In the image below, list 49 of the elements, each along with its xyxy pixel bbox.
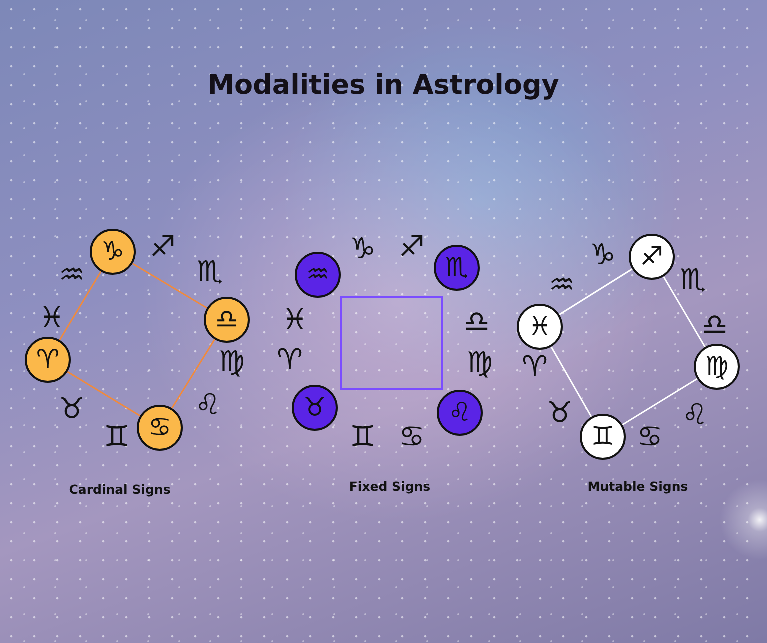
zodiac-glyph: ♋ — [399, 422, 425, 452]
sign-circle: ♌ — [437, 390, 483, 436]
zodiac-glyph: ♈ — [522, 352, 548, 382]
sign-circle: ♓ — [517, 304, 563, 350]
connector-line — [622, 378, 698, 426]
zodiac-glyph: ♉ — [547, 398, 573, 428]
connector-line — [132, 263, 208, 309]
connector-line — [171, 339, 216, 409]
zodiac-glyph: ♓ — [282, 306, 308, 334]
zodiac-glyph: ♉ — [59, 394, 85, 424]
zodiac-glyph: ♏ — [680, 266, 706, 294]
zodiac-glyph: ♓ — [39, 304, 65, 332]
zodiac-glyph: ♏ — [197, 258, 223, 286]
sign-circle: ♑ — [90, 229, 136, 275]
group-caption: Cardinal Signs — [69, 484, 171, 496]
connector-line — [550, 346, 592, 418]
zodiac-glyph: ♑ — [350, 234, 376, 264]
zodiac-glyph: ♋ — [637, 422, 663, 452]
zodiac-glyph: ♑ — [590, 240, 616, 270]
zodiac-glyph: ♊ — [350, 422, 376, 452]
sign-circle: ♉ — [292, 385, 338, 431]
sign-circle: ♎ — [204, 297, 250, 343]
zodiac-glyph: ♎ — [702, 310, 728, 340]
zodiac-glyph: ♈ — [277, 346, 303, 374]
title: Modalities in Astrology — [208, 70, 560, 101]
zodiac-glyph: ♐ — [150, 232, 176, 262]
connector-line — [559, 268, 633, 316]
connector-line — [67, 371, 141, 417]
connector-line — [663, 276, 706, 348]
zodiac-glyph: ♒ — [59, 260, 85, 290]
zodiac-glyph: ♎ — [464, 308, 490, 336]
connector-line — [59, 271, 102, 341]
sign-circle: ♏ — [434, 245, 480, 291]
zodiac-glyph: ♊ — [104, 422, 130, 452]
zodiac-glyph: ♍ — [219, 348, 245, 376]
sign-circle: ♍ — [694, 344, 740, 390]
group-caption: Mutable Signs — [588, 480, 688, 494]
zodiac-glyph: ♒ — [549, 270, 575, 300]
sign-circle: ♐ — [629, 234, 675, 280]
square-outline — [340, 296, 443, 390]
zodiac-glyph: ♐ — [399, 232, 425, 262]
zodiac-glyph: ♍ — [467, 348, 493, 378]
sign-circle: ♊ — [580, 414, 626, 460]
sign-circle: ♋ — [137, 405, 183, 451]
zodiac-glyph: ♌ — [195, 390, 221, 420]
sign-circle: ♒ — [295, 252, 341, 298]
group-caption: Fixed Signs — [349, 480, 431, 494]
zodiac-glyph: ♌ — [682, 400, 708, 430]
sign-circle: ♈ — [25, 337, 71, 383]
